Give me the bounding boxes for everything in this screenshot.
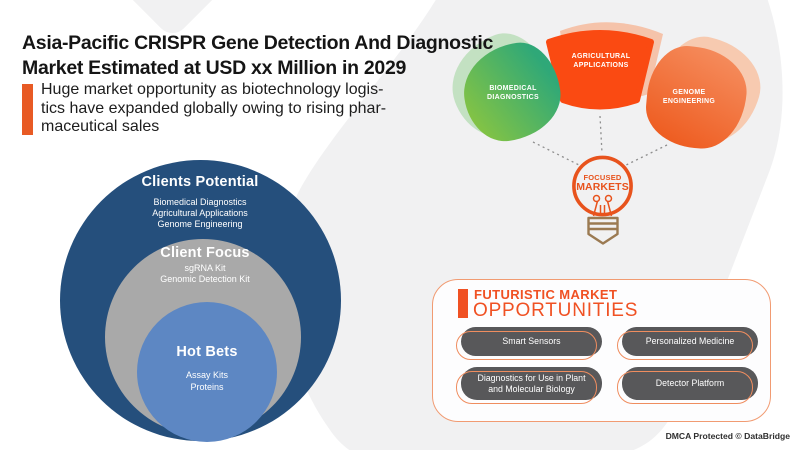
hub-label-markets: MARKETS [576,181,629,193]
pill-label: Diagnostics for Use in Plant and Molecul… [477,372,586,394]
page-title: Asia-Pacific CRISPR Gene Detection And D… [22,31,552,81]
funnel-items-hot-bets: Assay Kits Proteins [87,370,327,393]
funnel-item: Assay Kits [185,370,228,380]
funnel-item: Genome Engineering [157,219,243,229]
subtitle-accent-bar [22,84,33,135]
subtitle-line: tics have expanded globally owing to ris… [41,99,387,117]
panel-title-line2: OPPORTUNITIES [473,300,639,321]
funnel-item: Biomedical Diagnostics [153,197,247,207]
segment-label-biomedical: BIOMEDICAL DIAGNOSTICS [487,85,539,101]
opportunity-pill-detector-platform: Detector Platform [622,367,758,400]
funnel-item: Proteins [190,381,224,392]
bulb-filament-icon [592,194,613,217]
funnel-items-clients-potential: Biomedical Diagnostics Agricultural Appl… [80,197,320,230]
funnel-title-client-focus: Client Focus [160,245,250,261]
funnel-ring-hot-bets [137,302,277,442]
bulb-base-icon [587,216,619,245]
lightbulb-icon [572,155,633,217]
agricultural-segment [546,30,654,110]
segment-label-genome: GENOME ENGINEERING [662,89,716,105]
background-blob-corner [111,0,234,34]
funnel-items-client-focus: sgRNA Kit Genomic Detection Kit [85,263,325,284]
opportunity-pill-personalized-medicine: Personalized Medicine [622,327,758,356]
segment-label-agricultural: AGRICULTURAL APPLICATIONS [571,53,631,69]
funnel-item: Agricultural Applications [152,208,248,218]
connector-right [619,144,668,169]
funnel-title-hot-bets: Hot Bets [176,344,238,360]
opportunity-pill-smart-sensors: Smart Sensors [461,327,602,356]
page-subtitle: Huge market opportunity as biotechnology… [41,81,461,137]
funnel-item: sgRNA Kit [184,263,226,273]
page-title-line1: Asia-Pacific CRISPR Gene Detection And D… [22,32,494,54]
connector-middle [599,115,603,154]
subtitle-line: Huge market opportunity as biotechnology… [41,81,384,98]
dashed-connectors [532,115,668,169]
opportunities-panel: FUTURISTIC MARKET OPPORTUNITIES Smart Se… [432,279,771,422]
dmca-copyright-text: DMCA Protected © DataBridge [665,431,790,441]
pill-label: Detector Platform [655,378,725,389]
funnel-item: Genomic Detection Kit [160,273,250,284]
opportunity-pill-diagnostics-plant-molecular: Diagnostics for Use in Plant and Molecul… [461,367,602,400]
subtitle-line: maceutical sales [41,118,160,135]
hub-label-focused: FOCUSED [583,173,622,182]
funnel-title-clients-potential: Clients Potential [141,174,259,190]
panel-accent-bar [458,289,468,318]
pill-label: Smart Sensors [502,336,561,347]
pill-label: Personalized Medicine [645,336,735,347]
page-title-line2: Market Estimated at USD xx Million in 20… [22,57,407,79]
panel-title-line1: FUTURISTIC MARKET [474,287,618,302]
